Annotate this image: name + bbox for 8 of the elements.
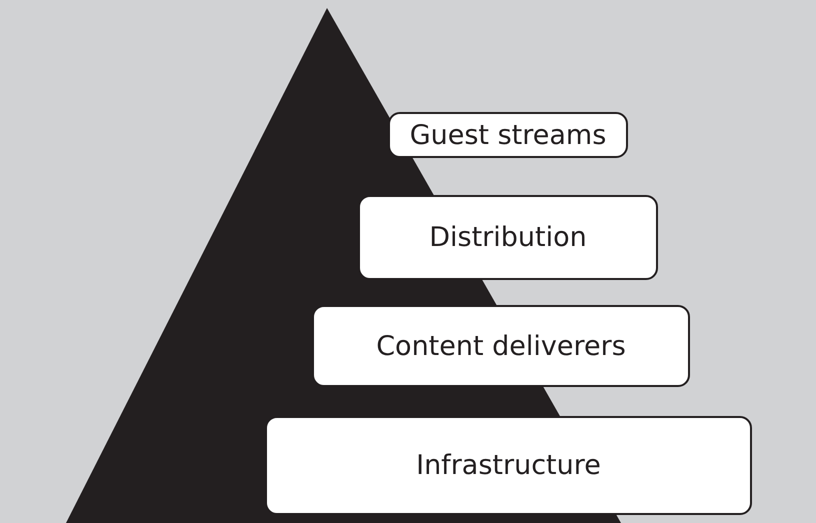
tier-label: Infrastructure xyxy=(416,450,601,481)
tier-label: Content deliverers xyxy=(376,330,626,362)
tier-box xyxy=(358,195,658,280)
tier-box xyxy=(265,416,752,515)
tier-label: Guest streams xyxy=(410,120,606,150)
tier-box xyxy=(388,112,628,158)
tier-box xyxy=(312,305,690,387)
tier-label: Distribution xyxy=(429,222,587,253)
